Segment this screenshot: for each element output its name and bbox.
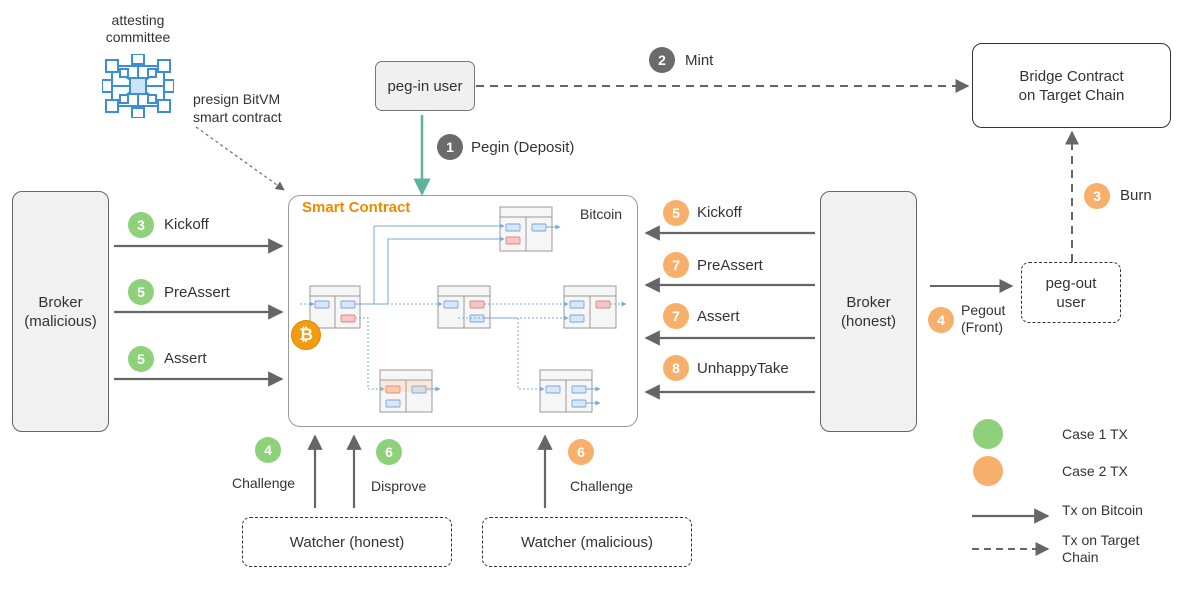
legend-case1-swatch: [973, 419, 1003, 449]
bridge-contract-box: Bridge Contract on Target Chain: [972, 43, 1171, 128]
challenge-honest-label: Challenge: [232, 475, 296, 491]
presign-label-line1: presign BitVM: [193, 91, 281, 107]
legend-case2-label: Case 2 TX: [1062, 463, 1128, 479]
left-preassert-label: PreAssert: [164, 284, 230, 301]
legend-tx-target-line1: Tx on Target: [1062, 532, 1140, 548]
left-kickoff-badge: 3: [128, 212, 154, 238]
legend-case2-swatch: [973, 456, 1003, 486]
smart-contract-title: Smart Contract: [302, 199, 411, 216]
smart-contract-chain-label: Bitcoin: [580, 206, 623, 222]
broker-malicious-line2: (malicious): [24, 312, 97, 330]
pegin-user-box: peg-in user: [375, 61, 475, 111]
legend-tx-target-line2: Chain: [1062, 549, 1099, 565]
left-assert-badge: 5: [128, 346, 154, 372]
smart-contract-box: [288, 195, 638, 427]
pegout-label-line2: (Front): [961, 319, 1003, 335]
broker-honest-line2: (honest): [840, 312, 897, 330]
pegout-user-box: peg-out user: [1021, 262, 1121, 323]
broker-honest-box: Broker (honest): [820, 191, 917, 432]
broker-malicious-box: Broker (malicious): [12, 191, 109, 432]
pegout-user-line1: peg-out: [1045, 274, 1097, 292]
bridge-contract-line2: on Target Chain: [1018, 86, 1125, 104]
mint-label: Mint: [685, 52, 714, 69]
challenge-malicious-badge: 6: [568, 439, 594, 465]
left-assert-label: Assert: [164, 350, 207, 367]
challenge-malicious-label: Challenge: [570, 478, 634, 494]
disprove-badge: 6: [376, 439, 402, 465]
broker-malicious-line1: Broker: [38, 293, 83, 311]
pegin-step-badge: 1: [437, 134, 463, 160]
burn-step-badge: 3: [1084, 183, 1110, 209]
tx-graph: [300, 206, 627, 413]
committee-label: attesting committee: [92, 12, 184, 46]
right-preassert-label: PreAssert: [697, 257, 763, 274]
right-preassert-badge: 7: [663, 252, 689, 278]
tx-graph-red-cells: [340, 236, 611, 394]
committee-label-line1: attesting: [111, 12, 165, 28]
watcher-malicious-label: Watcher (malicious): [521, 533, 653, 551]
pegout-label: Pegout (Front): [961, 302, 1005, 336]
tx-graph-highlight: [380, 380, 432, 392]
right-kickoff-label: Kickoff: [697, 204, 742, 221]
disprove-label: Disprove: [371, 478, 427, 494]
tx-graph-links: [300, 223, 627, 406]
mint-step-badge: 2: [649, 47, 675, 73]
right-unhappytake-badge: 8: [663, 355, 689, 381]
pegout-step-badge: 4: [928, 307, 954, 333]
presign-arrow: [195, 126, 285, 191]
pegin-label: Pegin (Deposit): [471, 139, 575, 156]
challenge-honest-badge: 4: [255, 437, 281, 463]
pegin-user-label: peg-in user: [387, 77, 463, 95]
burn-label: Burn: [1120, 187, 1152, 204]
presign-label: presign BitVM smart contract: [193, 90, 282, 126]
left-preassert-badge: 5: [128, 279, 154, 305]
committee-label-line2: committee: [105, 29, 171, 45]
right-assert-label: Assert: [697, 308, 740, 325]
legend-tx-target-label: Tx on Target Chain: [1062, 532, 1140, 566]
legend-tx-bitcoin-label: Tx on Bitcoin: [1062, 502, 1143, 518]
watcher-malicious-box: Watcher (malicious): [482, 517, 692, 567]
right-assert-badge: 7: [663, 303, 689, 329]
bridge-contract-line1: Bridge Contract: [1019, 67, 1124, 85]
presign-label-line2: smart contract: [193, 109, 282, 125]
watcher-honest-label: Watcher (honest): [289, 533, 405, 551]
left-kickoff-label: Kickoff: [164, 216, 209, 233]
broker-honest-line1: Broker: [846, 293, 891, 311]
watcher-honest-box: Watcher (honest): [242, 517, 452, 567]
legend-case1-label: Case 1 TX: [1062, 426, 1128, 442]
pegout-user-line2: user: [1056, 293, 1086, 311]
bitcoin-icon: ₿: [292, 321, 320, 349]
right-unhappytake-label: UnhappyTake: [697, 360, 789, 377]
right-kickoff-badge: 5: [663, 200, 689, 226]
pegout-label-line1: Pegout: [961, 302, 1006, 318]
committee-network-icon: [102, 54, 174, 118]
